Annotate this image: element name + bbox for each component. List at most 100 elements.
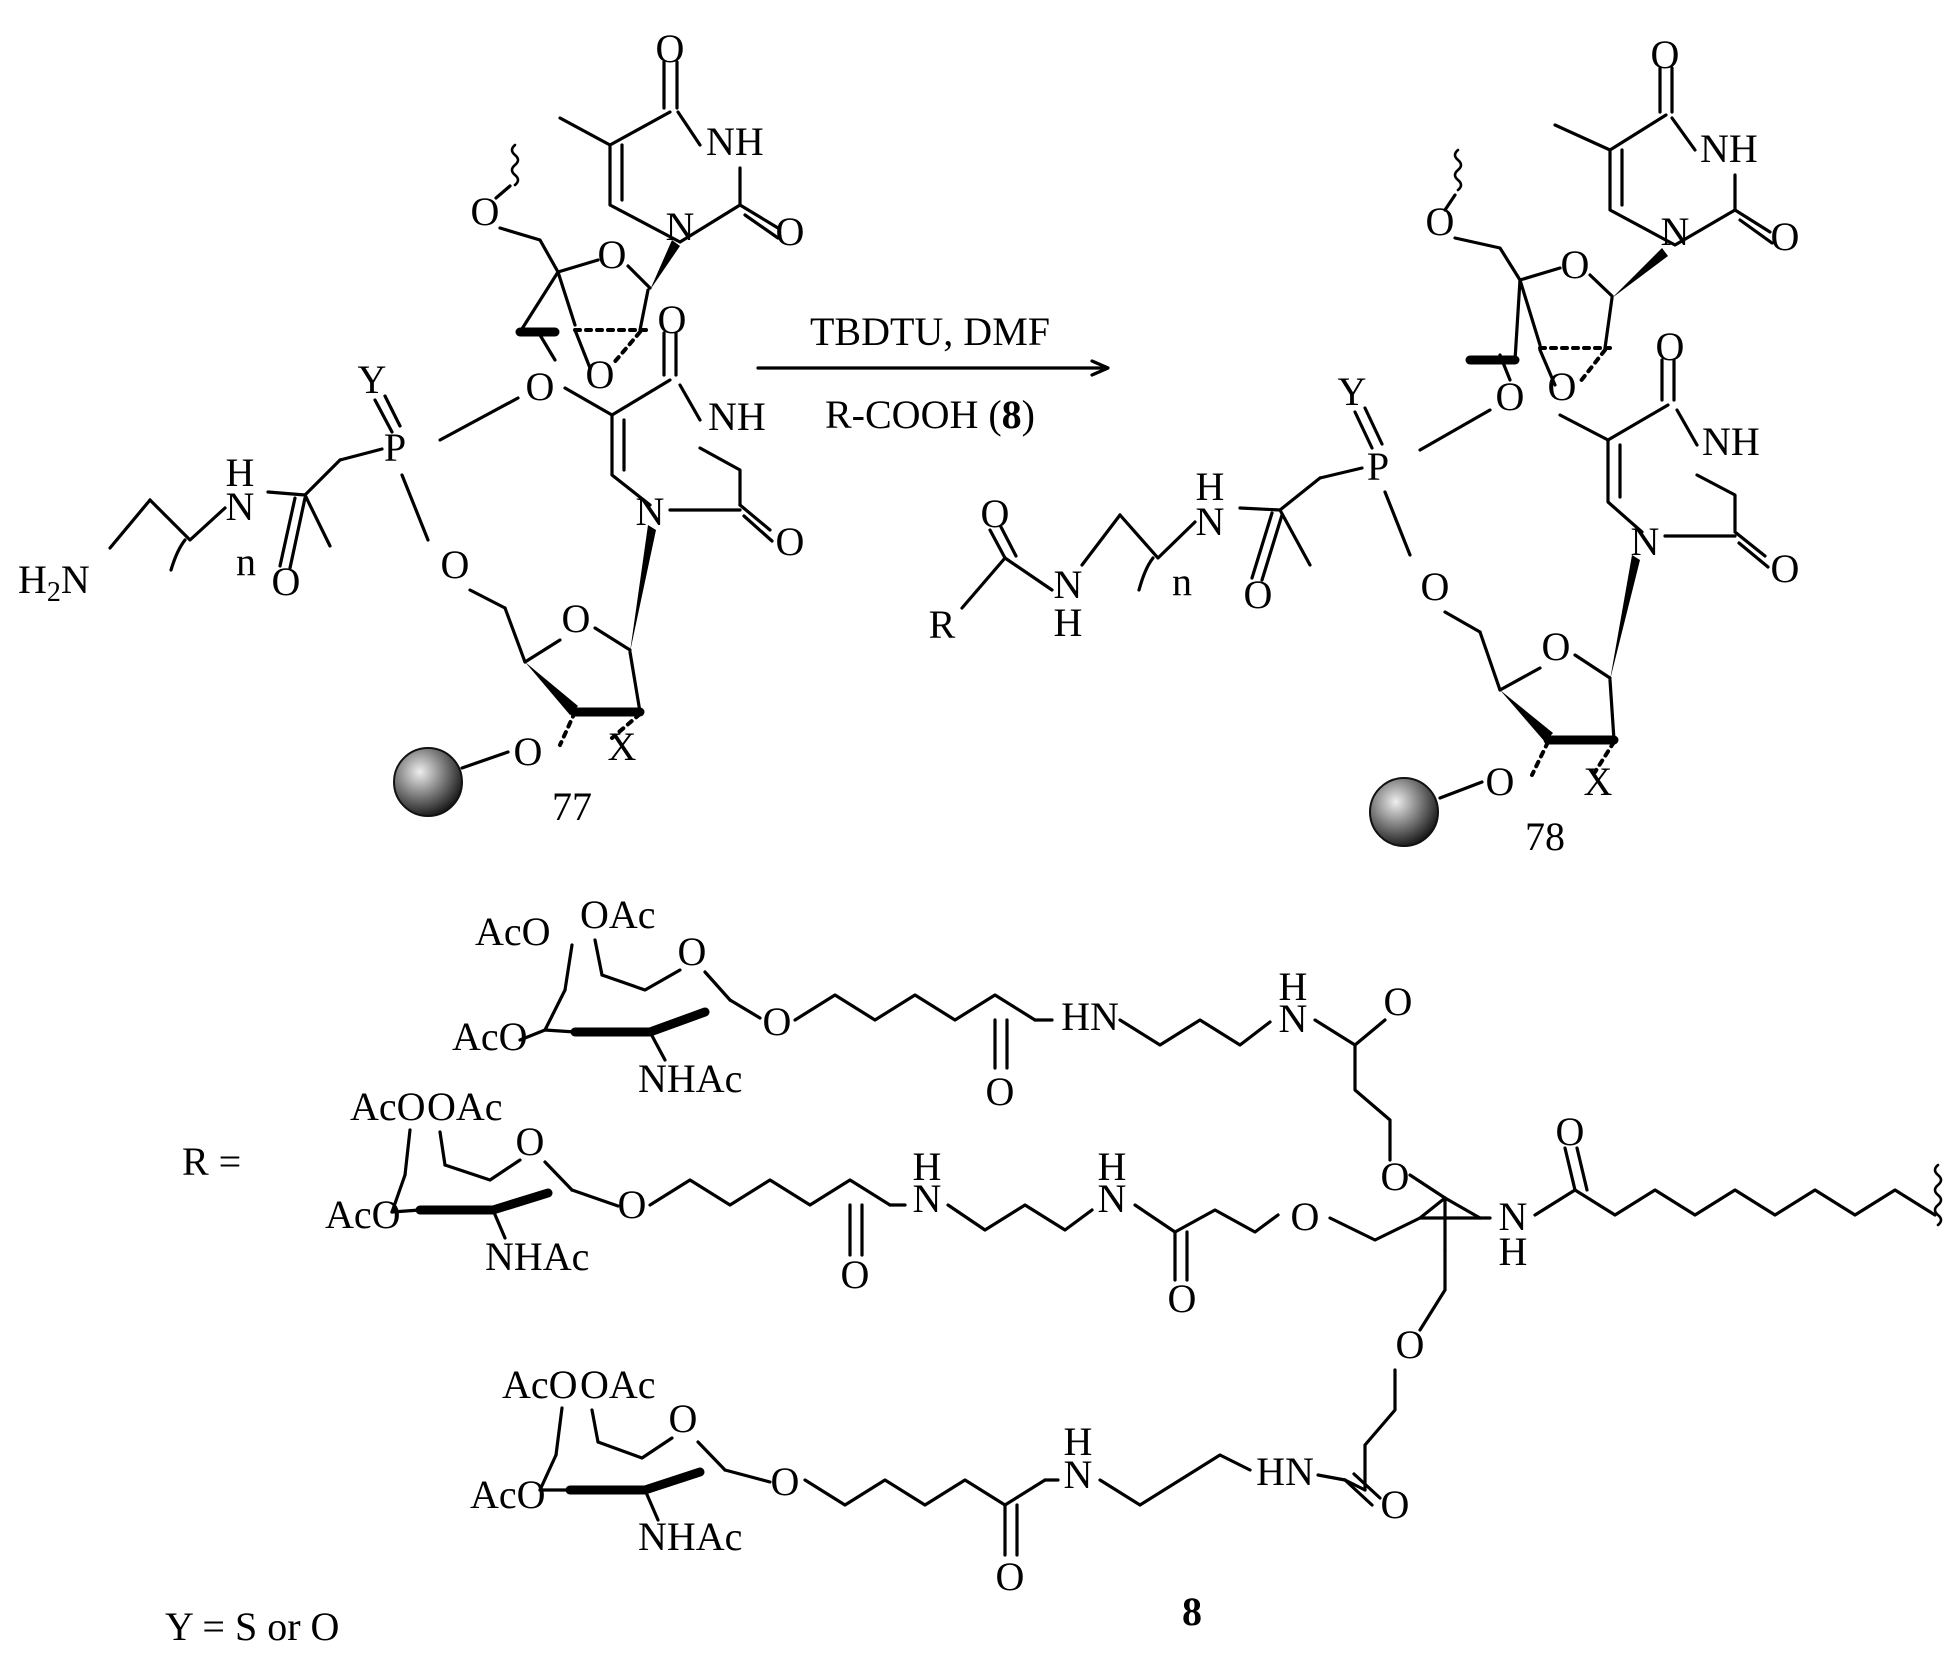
svg-text:NH: NH <box>1702 419 1760 464</box>
svg-text:AcO: AcO <box>470 1472 546 1517</box>
svg-text:O: O <box>771 1459 800 1504</box>
thymine-lower-77: O NH N O <box>565 297 804 564</box>
svg-text:O: O <box>656 26 685 71</box>
r-definition-label: R = <box>182 1139 241 1184</box>
sugar-lower-77: O O X <box>394 525 656 816</box>
svg-text:H: H <box>1054 600 1083 645</box>
svg-text:OAc: OAc <box>580 1362 656 1407</box>
svg-text:O: O <box>586 352 615 397</box>
svg-text:O: O <box>1771 214 1800 259</box>
compound-77: O NH N O O O O O <box>18 26 804 829</box>
svg-text:O: O <box>776 519 805 564</box>
svg-text:O: O <box>1421 564 1450 609</box>
svg-text:NHAc: NHAc <box>638 1514 742 1559</box>
svg-text:O: O <box>272 559 301 604</box>
svg-text:O: O <box>1396 1322 1425 1367</box>
svg-text:O: O <box>514 729 543 774</box>
svg-text:NHAc: NHAc <box>638 1056 742 1101</box>
svg-text:AcO: AcO <box>350 1084 426 1129</box>
svg-text:Y: Y <box>358 357 387 402</box>
svg-text:NH: NH <box>706 119 764 164</box>
svg-text:O: O <box>986 1069 1015 1114</box>
svg-text:AcO: AcO <box>325 1192 401 1237</box>
svg-text:X: X <box>1584 759 1613 804</box>
svg-text:R: R <box>929 602 956 647</box>
svg-text:H2N: H2N <box>18 557 90 608</box>
solid-support-bead-78 <box>1370 778 1438 846</box>
svg-text:O: O <box>441 542 470 587</box>
svg-text:N: N <box>1661 209 1690 254</box>
compound-number-77: 77 <box>552 784 592 829</box>
svg-text:O: O <box>981 491 1010 536</box>
thymine-upper-77: O NH N O <box>560 26 804 254</box>
svg-text:O: O <box>526 364 555 409</box>
svg-text:O: O <box>1168 1276 1197 1321</box>
galnac-branch-top: AcO OAc AcO O NHAc O O HN H N O O <box>452 892 1445 1199</box>
svg-text:O: O <box>1561 242 1590 287</box>
svg-text:N: N <box>1279 996 1308 1041</box>
svg-text:HN: HN <box>1256 1449 1314 1494</box>
svg-text:O: O <box>1291 1194 1320 1239</box>
compound-number-78: 78 <box>1525 814 1565 859</box>
svg-text:O: O <box>1381 1482 1410 1527</box>
svg-text:O: O <box>1542 624 1571 669</box>
svg-text:O: O <box>1486 759 1515 804</box>
lna-sugar-77: O O O O <box>471 145 680 409</box>
reagents-bottom: R-COOH (8) <box>825 392 1035 437</box>
svg-text:O: O <box>1244 572 1273 617</box>
svg-text:P: P <box>1367 444 1389 489</box>
svg-text:AcO: AcO <box>452 1014 528 1059</box>
svg-text:N: N <box>1196 499 1225 544</box>
svg-text:N: N <box>1098 1176 1127 1221</box>
sugar-lower-78: O O X <box>1370 555 1640 846</box>
svg-text:NH: NH <box>708 394 766 439</box>
svg-text:AcO: AcO <box>502 1362 578 1407</box>
svg-text:HN: HN <box>1061 994 1119 1039</box>
svg-text:H: H <box>1499 1229 1528 1274</box>
svg-text:OAc: OAc <box>427 1084 503 1129</box>
svg-text:X: X <box>608 724 637 769</box>
svg-text:O: O <box>516 1119 545 1164</box>
svg-text:OAc: OAc <box>580 892 656 937</box>
svg-text:O: O <box>1656 324 1685 369</box>
svg-text:O: O <box>763 999 792 1044</box>
svg-text:O: O <box>669 1396 698 1441</box>
svg-text:O: O <box>678 929 707 974</box>
svg-text:NH: NH <box>1700 126 1758 171</box>
svg-text:AcO: AcO <box>475 909 551 954</box>
svg-text:O: O <box>1556 1109 1585 1154</box>
compound-78: O NH N O O O O <box>929 32 1800 859</box>
svg-text:O: O <box>1496 374 1525 419</box>
galnac-branch-middle: AcO OAc AcO O NHAc O O H N H N O O <box>325 1084 1445 1321</box>
svg-text:O: O <box>841 1252 870 1297</box>
svg-text:O: O <box>1426 199 1455 244</box>
svg-text:O: O <box>598 232 627 277</box>
galnac-branch-bottom: AcO OAc AcO O NHAc O O H N HN O <box>470 1362 1409 1599</box>
svg-text:O: O <box>562 596 591 641</box>
svg-text:O: O <box>1651 32 1680 77</box>
y-definition: Y = S or O <box>165 1604 339 1649</box>
thymine-upper-78: O NH N O <box>1555 32 1799 259</box>
svg-text:N: N <box>226 484 255 529</box>
svg-text:n: n <box>1172 559 1192 604</box>
reaction-arrow-group: TBDTU, DMF R-COOH (8) <box>758 309 1108 437</box>
svg-text:Y: Y <box>1338 369 1367 414</box>
quaternary-carbon-core: N H O O <box>1365 1109 1941 1490</box>
svg-text:O: O <box>776 209 805 254</box>
svg-text:O: O <box>1771 546 1800 591</box>
svg-text:O: O <box>618 1182 647 1227</box>
svg-text:O: O <box>658 297 687 342</box>
svg-text:NHAc: NHAc <box>485 1234 589 1279</box>
svg-text:n: n <box>236 539 256 584</box>
svg-text:N: N <box>666 204 695 249</box>
reagents-top: TBDTU, DMF <box>810 309 1050 354</box>
compound-number-8: 8 <box>1182 1589 1202 1634</box>
svg-text:N: N <box>1064 1452 1093 1497</box>
svg-text:N: N <box>913 1176 942 1221</box>
svg-text:O: O <box>1384 979 1413 1024</box>
svg-text:O: O <box>1548 364 1577 409</box>
lna-sugar-78: O O O O <box>1426 150 1668 419</box>
svg-text:O: O <box>471 189 500 234</box>
phosphonate-linker-77: P Y O H N n H2N O <box>18 357 518 608</box>
